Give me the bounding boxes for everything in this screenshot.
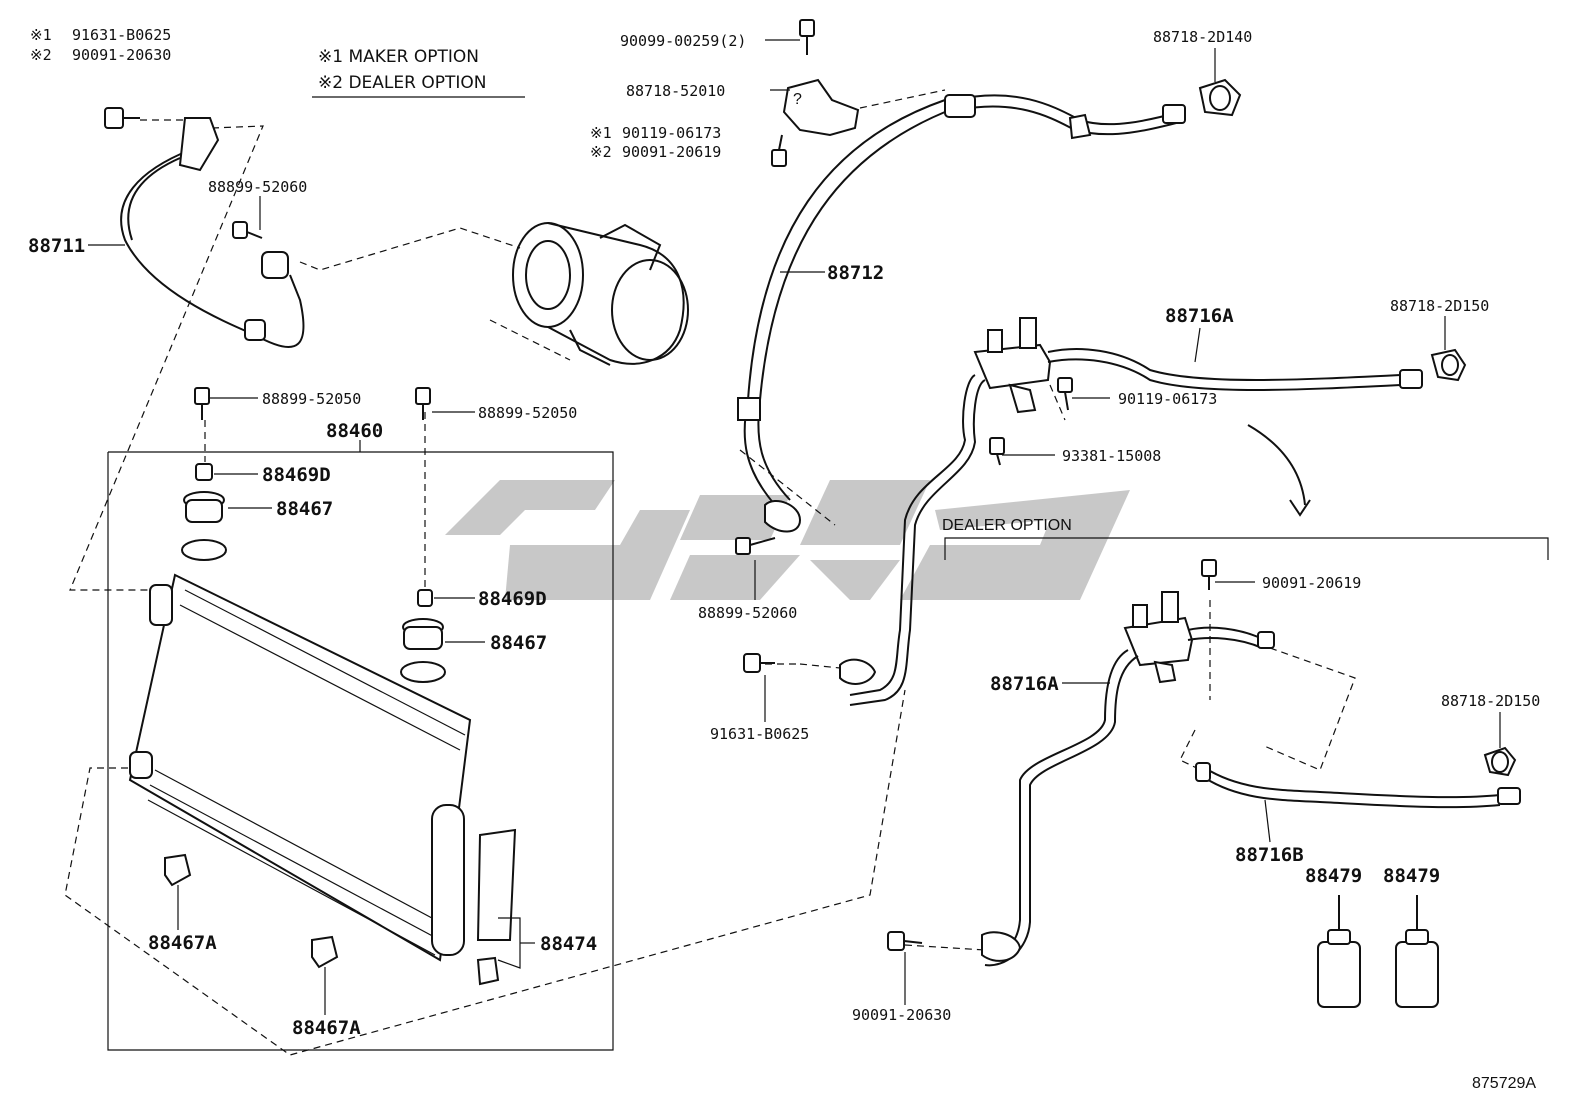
bolt-icon bbox=[415, 387, 431, 420]
refrigerant-can-icon bbox=[1395, 895, 1439, 1008]
bolt-icon bbox=[887, 931, 923, 951]
hose-88712 bbox=[737, 94, 1186, 533]
callout-88467a: 88467A bbox=[292, 1017, 361, 1039]
pipe-88716B bbox=[1195, 762, 1521, 809]
condenser-box-outline bbox=[107, 451, 614, 1051]
callout-mark: ※1 bbox=[30, 26, 52, 44]
callout-mark: ※2 bbox=[30, 46, 52, 64]
bolt-icon bbox=[104, 107, 140, 129]
compressor bbox=[512, 222, 689, 366]
dealer-option-arrow bbox=[1247, 424, 1311, 517]
callout-88479: 88479 bbox=[1383, 865, 1440, 887]
callout-88899-52050: 88899-52050 bbox=[478, 404, 577, 422]
callout-mark: ※1 bbox=[590, 124, 612, 142]
bushing-icon bbox=[400, 589, 446, 683]
bolt-icon bbox=[743, 653, 775, 673]
callout-88467: 88467 bbox=[276, 498, 333, 520]
callout-88467: 88467 bbox=[490, 632, 547, 654]
option-notes: ※1 MAKER OPTION ※2 DEALER OPTION DEALER … bbox=[312, 47, 1072, 534]
bolt-icon bbox=[1201, 559, 1217, 590]
callout-88712: 88712 bbox=[827, 262, 884, 284]
callout-90091-20630: 90091-20630 bbox=[852, 1006, 951, 1024]
cap-icon bbox=[1198, 78, 1242, 117]
callout-90099-00259: 90099-00259(2) bbox=[620, 32, 746, 50]
callout-90091-20619: 90091-20619 bbox=[1262, 574, 1361, 592]
callout-88469d: 88469D bbox=[262, 464, 331, 486]
bushing-icon bbox=[311, 935, 339, 969]
diagram-id: 875729A bbox=[1472, 1075, 1536, 1092]
dashed-connections bbox=[64, 89, 1356, 1056]
callout-90119-06173: 90119-06173 bbox=[622, 124, 721, 142]
callout-88718-2d140: 88718-2D140 bbox=[1153, 28, 1252, 46]
callout-88460: 88460 bbox=[326, 420, 383, 442]
callout-91631-b0625: 91631-B0625 bbox=[710, 725, 809, 743]
bolt-icon bbox=[194, 387, 210, 420]
callout-88718-2d150: 88718-2D150 bbox=[1441, 692, 1540, 710]
callout-88718-52010: 88718-52010 bbox=[626, 82, 725, 100]
leader-lines bbox=[88, 39, 1501, 1015]
callout-90119-06173: 90119-06173 bbox=[1118, 390, 1217, 408]
callout-88474: 88474 bbox=[540, 933, 597, 955]
section-dealer-option: DEALER OPTION bbox=[942, 517, 1072, 534]
cap-icon bbox=[1430, 348, 1467, 382]
bushing-icon bbox=[181, 463, 227, 561]
callout-90091-20630: 90091-20630 bbox=[72, 46, 171, 64]
bolt-icon bbox=[735, 537, 776, 555]
bolt-icon bbox=[232, 221, 263, 239]
bolt-icon bbox=[771, 134, 787, 167]
callout-88469d: 88469D bbox=[478, 588, 547, 610]
callout-88718-2d150: 88718-2D150 bbox=[1390, 297, 1489, 315]
cap-icon bbox=[1483, 746, 1517, 777]
pipe-88716A-dealer bbox=[981, 591, 1275, 967]
svg-text:?: ? bbox=[793, 91, 802, 108]
bolt-icon bbox=[799, 19, 815, 55]
callout-88716a: 88716A bbox=[1165, 305, 1234, 327]
callout-93381-15008: 93381-15008 bbox=[1062, 447, 1161, 465]
callout-88899-52060: 88899-52060 bbox=[208, 178, 307, 196]
bolt-icon bbox=[1057, 377, 1073, 411]
callout-88716a: 88716A bbox=[990, 673, 1059, 695]
note-dealer-option: ※2 DEALER OPTION bbox=[318, 73, 486, 93]
callout-88479: 88479 bbox=[1305, 865, 1362, 887]
callout-mark: ※2 bbox=[590, 143, 612, 161]
callout-91631-b0625: 91631-B0625 bbox=[72, 26, 171, 44]
refrigerant-can-icon bbox=[1317, 895, 1361, 1008]
watermark-logo bbox=[445, 480, 1130, 600]
callout-88899-52050: 88899-52050 bbox=[262, 390, 361, 408]
condenser bbox=[128, 573, 517, 986]
pipe-88716A bbox=[839, 317, 1423, 706]
dealer-option-bracket bbox=[944, 537, 1549, 560]
bushing-icon bbox=[164, 853, 192, 887]
part-callouts: ※1 91631-B0625 ※2 90091-20630 88711 8889… bbox=[28, 26, 1540, 1092]
callout-88711: 88711 bbox=[28, 235, 85, 257]
bracket-88718-52010: ? bbox=[782, 78, 860, 137]
note-maker-option: ※1 MAKER OPTION bbox=[318, 47, 479, 67]
callout-88899-52060: 88899-52060 bbox=[698, 604, 797, 622]
callout-88467a: 88467A bbox=[148, 932, 217, 954]
bolt-icon bbox=[989, 437, 1005, 466]
callout-88716b: 88716B bbox=[1235, 844, 1304, 866]
hose-88711 bbox=[120, 117, 305, 348]
callout-90091-20619: 90091-20619 bbox=[622, 143, 721, 161]
